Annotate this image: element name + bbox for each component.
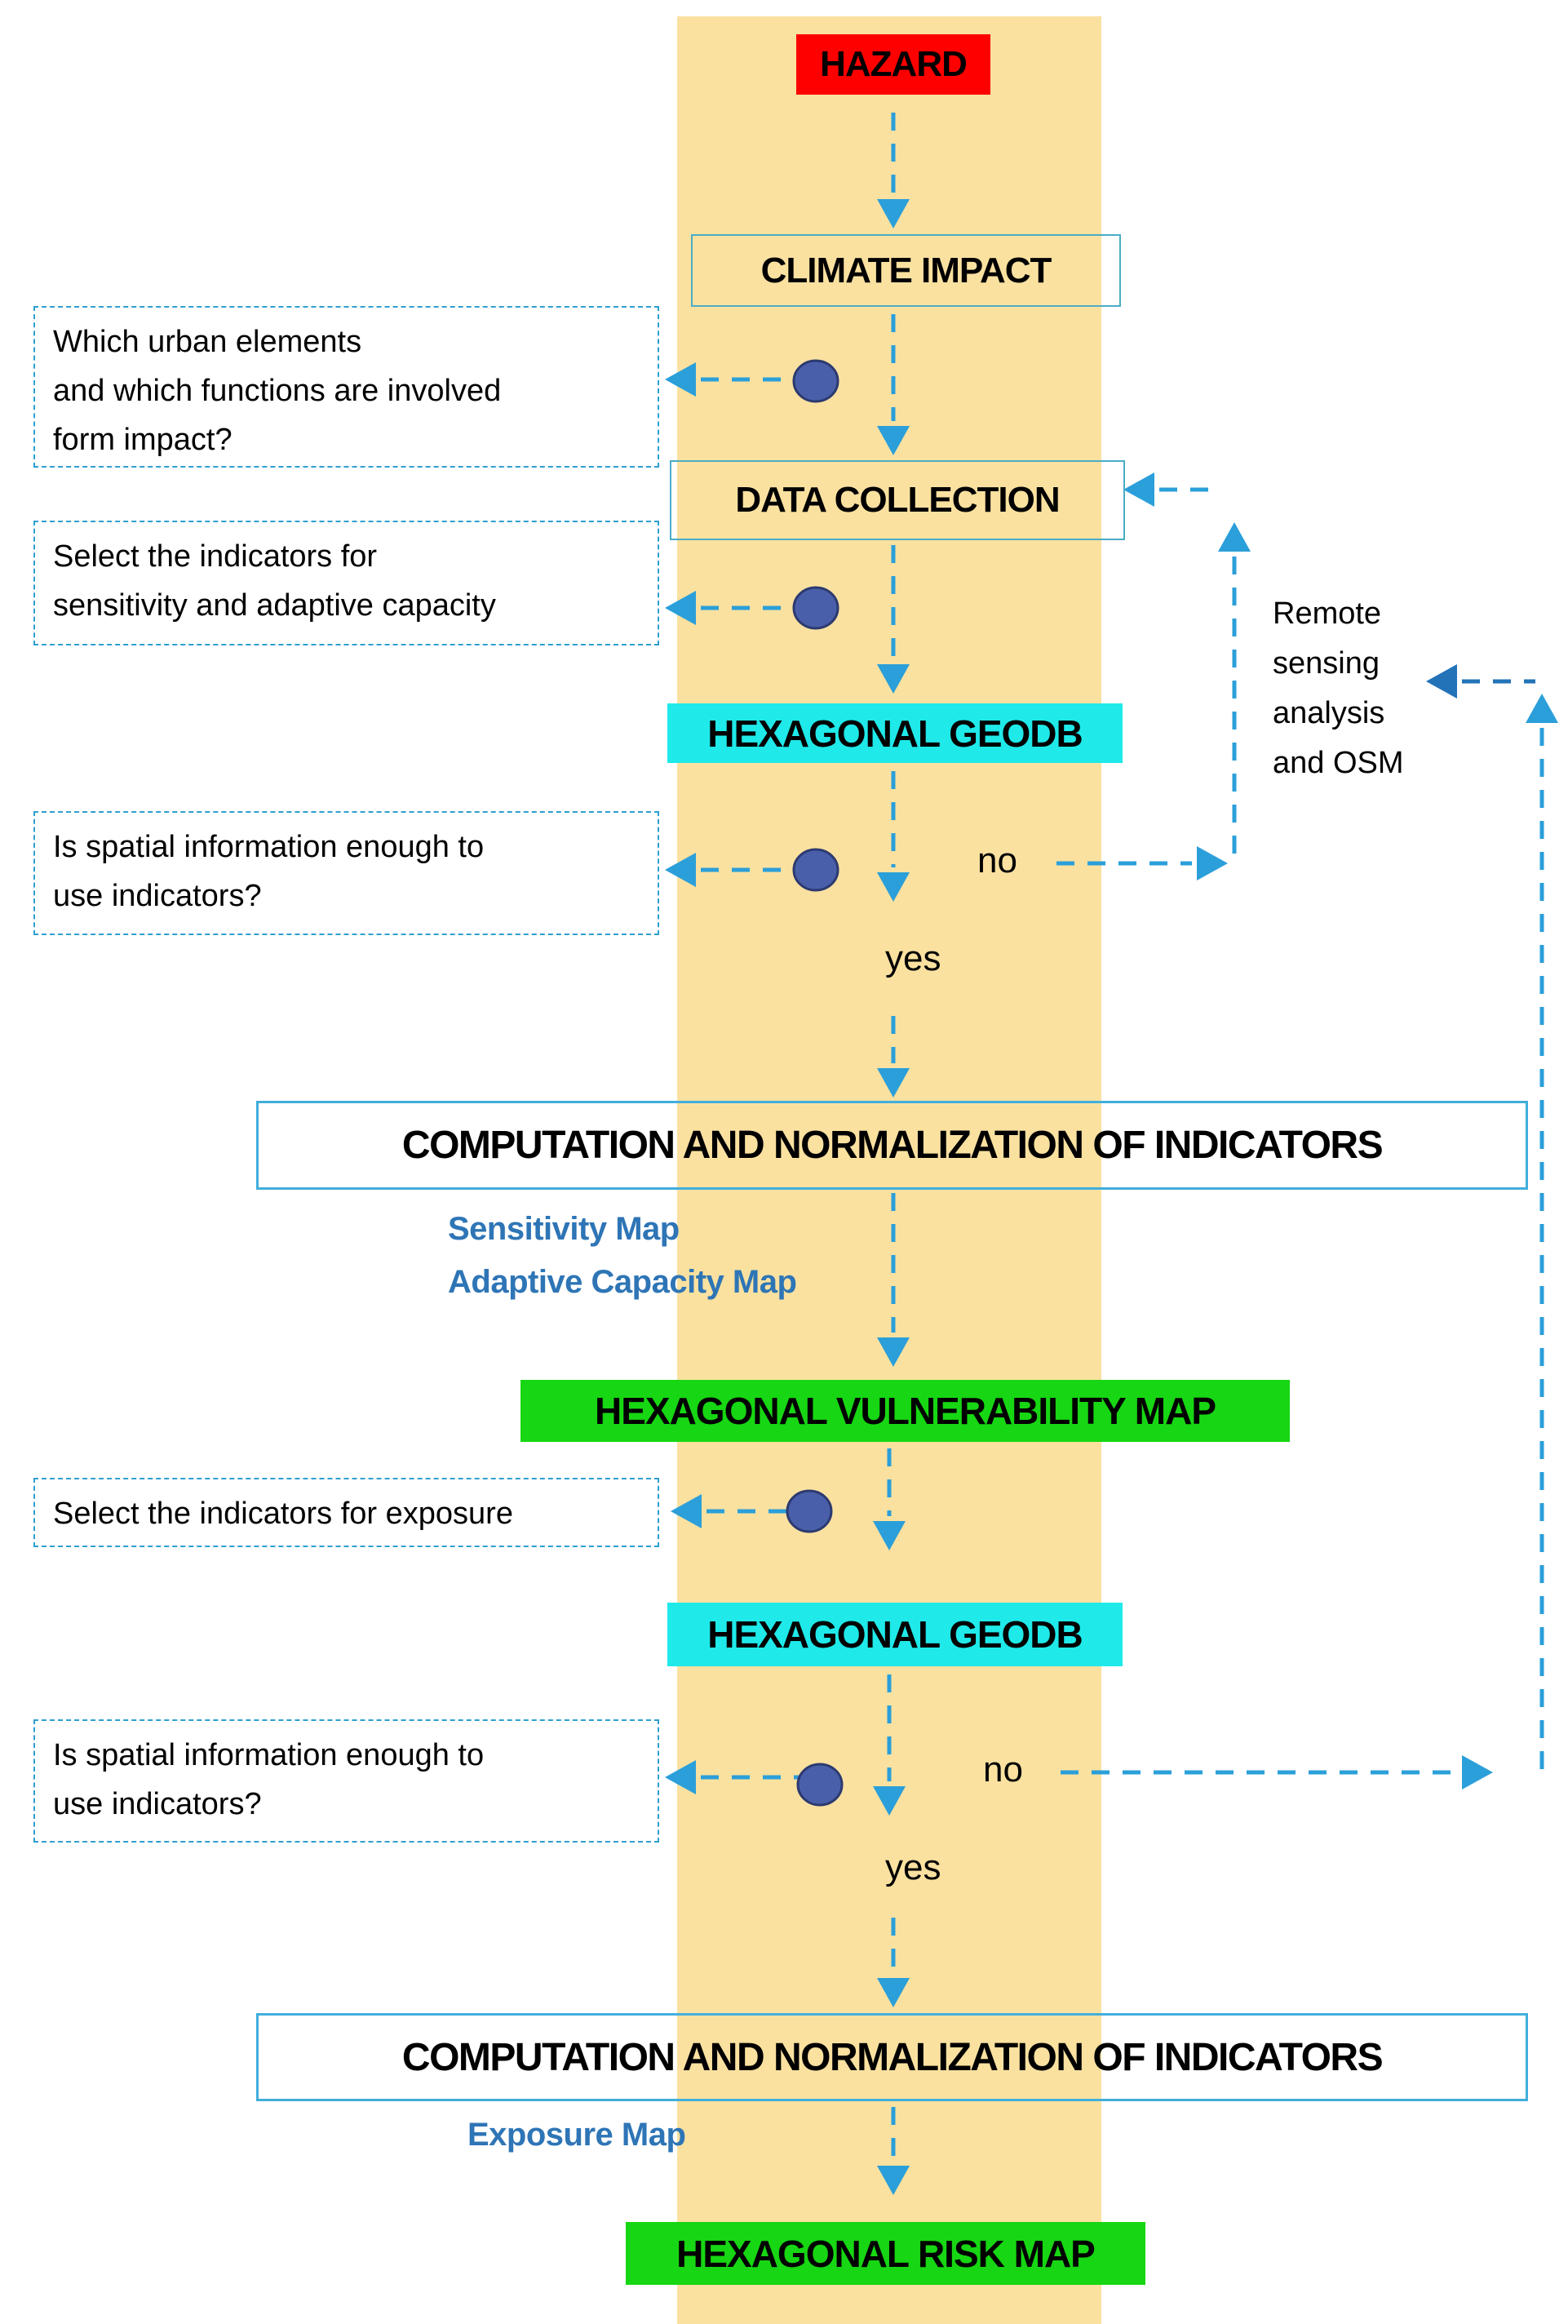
question-box-5: Is spatial information enough to use ind… <box>33 1719 659 1843</box>
remote-sensing-line-1: Remote <box>1273 597 1382 631</box>
arrowhead-no2-right <box>1462 1755 1493 1790</box>
decision-dot-2 <box>792 586 839 630</box>
question-1-line-3: form impact? <box>53 423 233 457</box>
arrowhead-to-question-2 <box>665 591 696 625</box>
adaptive-capacity-map-label: Adaptive Capacity Map <box>448 1264 797 1300</box>
computation-2-label: COMPUTATION AND NORMALIZATION OF INDICAT… <box>401 2035 1384 2079</box>
arrowhead-geodb1-to-decision1 <box>877 872 910 902</box>
question-box-3: Is spatial information enough to use ind… <box>33 811 659 935</box>
arrowhead-into-remote-sensing <box>1426 664 1457 699</box>
arrowhead-computation1-to-vulnmap <box>877 1337 910 1367</box>
arrowhead-to-question-4 <box>671 1494 702 1528</box>
risk-map-node: HEXAGONAL RISK MAP <box>626 2222 1145 2285</box>
question-2-line-1: Select the indicators for <box>53 539 378 574</box>
remote-sensing-line-2: sensing <box>1273 646 1380 681</box>
sensitivity-map-label: Sensitivity Map <box>448 1211 680 1247</box>
vulnerability-map-label: HEXAGONAL VULNERABILITY MAP <box>594 1390 1216 1432</box>
question-2-line-2: sensitivity and adaptive capacity <box>53 588 496 623</box>
computation-2-node: COMPUTATION AND NORMALIZATION OF INDICAT… <box>256 2013 1528 2101</box>
hexagonal-geodb-1-label: HEXAGONAL GEODB <box>707 712 1083 755</box>
arrowhead-feedback-2-up <box>1526 694 1558 723</box>
yes-label-1: yes <box>885 938 941 978</box>
risk-map-label: HEXAGONAL RISK MAP <box>676 2232 1096 2275</box>
decision-dot-4 <box>786 1489 833 1533</box>
question-3-line-1: Is spatial information enough to <box>53 830 485 864</box>
hazard-label: HAZARD <box>820 44 968 84</box>
hexagonal-geodb-1-node: HEXAGONAL GEODB <box>667 703 1123 763</box>
decision-dot-3 <box>792 848 839 892</box>
question-4-line-1: Select the indicators for exposure <box>53 1497 513 1531</box>
question-1-line-1: Which urban elements <box>53 325 362 359</box>
exposure-map-label: Exposure Map <box>467 2117 686 2153</box>
question-box-4: Select the indicators for exposure <box>33 1478 659 1547</box>
decision-dot-1 <box>792 359 839 403</box>
arrowhead-yes1-to-computation1 <box>877 1068 910 1098</box>
climate-impact-label: CLIMATE IMPACT <box>760 250 1052 290</box>
arrowhead-vulnmap-to-geodb2 <box>873 1521 906 1550</box>
data-collection-node: DATA COLLECTION <box>670 460 1125 540</box>
no-label-1: no <box>977 840 1017 880</box>
arrowhead-data-to-geodb1 <box>877 664 910 694</box>
question-1-line-2: and which functions are involved <box>53 374 502 408</box>
arrowhead-to-question-3 <box>665 853 696 887</box>
no-label-2: no <box>983 1750 1023 1790</box>
question-box-2: Select the indicators for sensitivity an… <box>33 521 659 645</box>
remote-sensing-label: Remote sensing analysis and OSM <box>1273 589 1404 788</box>
climate-impact-node: CLIMATE IMPACT <box>691 234 1121 307</box>
hazard-node: HAZARD <box>796 34 990 95</box>
arrowhead-feedback-1-up <box>1218 522 1251 552</box>
arrowhead-geodb2-to-decision2 <box>873 1786 906 1816</box>
arrowhead-into-data <box>1123 472 1154 507</box>
question-5-line-2: use indicators? <box>53 1787 262 1821</box>
remote-sensing-line-4: and OSM <box>1273 746 1404 780</box>
data-collection-label: DATA COLLECTION <box>735 480 1060 520</box>
arrowhead-hazard-to-climate <box>877 199 910 228</box>
computation-1-node: COMPUTATION AND NORMALIZATION OF INDICAT… <box>256 1101 1528 1190</box>
arrowhead-to-question-1 <box>665 362 696 397</box>
arrowhead-to-question-5 <box>665 1760 696 1794</box>
hexagonal-geodb-2-node: HEXAGONAL GEODB <box>667 1603 1123 1666</box>
arrowhead-climate-to-data <box>877 426 910 455</box>
hexagonal-geodb-2-label: HEXAGONAL GEODB <box>707 1613 1083 1656</box>
question-box-1: Which urban elements and which functions… <box>33 306 659 468</box>
yes-label-2: yes <box>885 1847 941 1887</box>
question-5-line-1: Is spatial information enough to <box>53 1738 485 1772</box>
arrowhead-yes2-to-computation2 <box>877 1978 910 2007</box>
question-3-line-2: use indicators? <box>53 879 262 913</box>
decision-dot-5 <box>796 1763 844 1807</box>
computation-1-label: COMPUTATION AND NORMALIZATION OF INDICAT… <box>401 1124 1384 1167</box>
arrowhead-no1-right <box>1197 846 1228 880</box>
remote-sensing-line-3: analysis <box>1273 696 1385 730</box>
arrowhead-computation2-to-riskmap <box>877 2166 910 2195</box>
vulnerability-map-node: HEXAGONAL VULNERABILITY MAP <box>520 1380 1290 1442</box>
yellow-band <box>677 16 1101 2324</box>
